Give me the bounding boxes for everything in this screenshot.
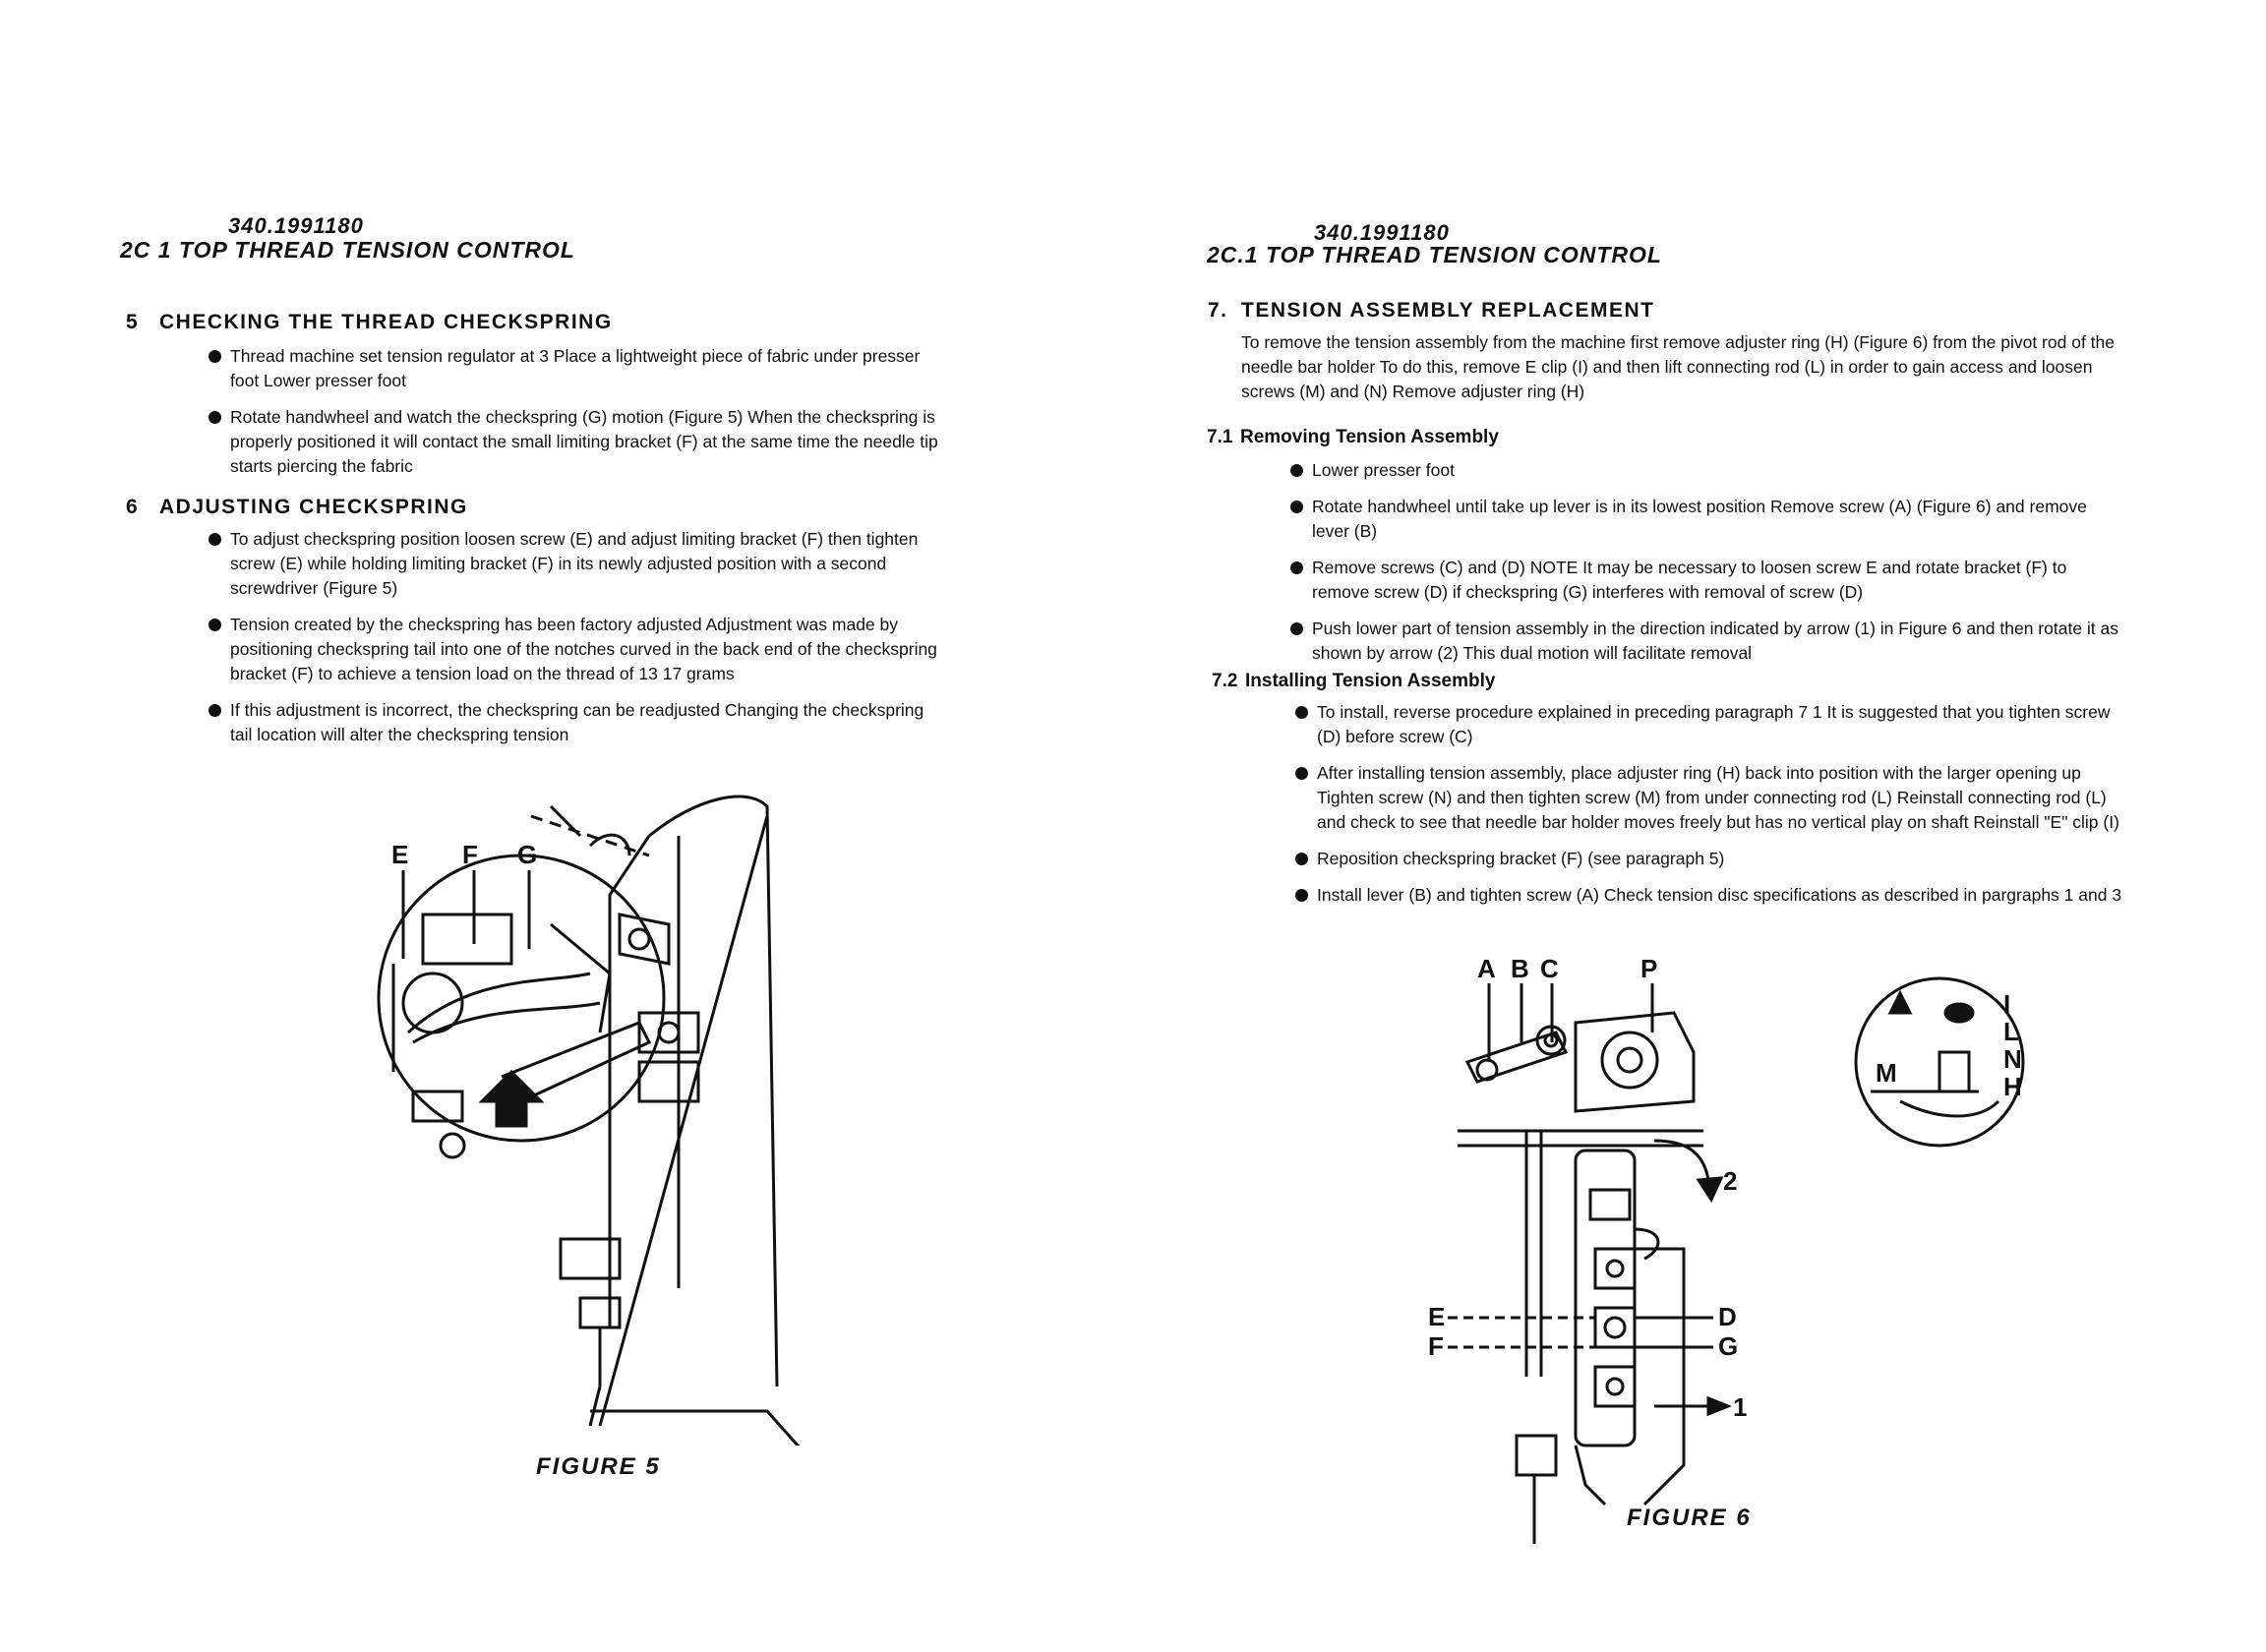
figure-label: G [517, 840, 537, 869]
list-item: Rotate handwheel and watch the checkspri… [209, 405, 941, 479]
section-title: CHECKING THE THREAD CHECKSPRING [159, 311, 613, 333]
section-7-2-heading: 7.2 Installing Tension Assembly [1212, 671, 1495, 692]
section-7-heading: 7. TENSION ASSEMBLY REPLACEMENT [1208, 299, 1654, 323]
section-number: 7. [1208, 299, 1228, 322]
section-7-2-bullets: To install, reverse procedure explained … [1295, 700, 2131, 919]
section-5-heading: 5 CHECKING THE THREAD CHECKSPRING [126, 311, 613, 334]
section-title: Installing Tension Assembly [1245, 671, 1496, 691]
figure-6-illustration: A B C P I L N H M E F D G 1 2 [1428, 954, 2025, 1544]
right-page: 340.1991180 2C.1 TOP THREAD TENSION CONT… [1133, 0, 2266, 1652]
list-item: Remove screws (C) and (D) NOTE It may be… [1290, 556, 2126, 605]
figure-label: H [2003, 1072, 2022, 1101]
figure-label: F [1428, 1331, 1444, 1361]
list-item: Rotate handwheel until take up lever is … [1290, 495, 2126, 544]
section-7-intro: To remove the tension assembly from the … [1241, 332, 2115, 401]
figure-label: F [462, 840, 478, 869]
section-6-bullets: To adjust checkspring position loosen sc… [209, 527, 941, 759]
magnifier-circle [377, 854, 666, 1143]
section-5-bullets: Thread machine set tension regulator at … [209, 344, 941, 491]
list-item: To adjust checkspring position loosen sc… [209, 527, 941, 601]
list-item: Thread machine set tension regulator at … [209, 344, 941, 393]
figure-label: N [2003, 1044, 2022, 1074]
figure-label: A [1477, 954, 1496, 983]
figure-5-illustration: E F G [377, 795, 801, 1446]
section-number: 5 [126, 311, 140, 333]
arrow-label: 1 [1733, 1392, 1747, 1422]
list-item: After installing tension assembly, place… [1295, 761, 2131, 835]
section-number: 6 [126, 496, 140, 518]
figure-label: B [1511, 954, 1529, 983]
doc-title: 2C.1 TOP THREAD TENSION CONTROL [1207, 242, 1662, 267]
list-item: Reposition checkspring bracket (F) (see … [1295, 847, 2131, 871]
section-title: Removing Tension Assembly [1240, 427, 1499, 447]
arrow-label: 2 [1723, 1166, 1737, 1196]
list-item: Push lower part of tension assembly in t… [1290, 617, 2126, 666]
figure-label: C [1540, 954, 1559, 983]
figure-label: P [1640, 954, 1657, 983]
list-item: To install, reverse procedure explained … [1295, 700, 2131, 749]
figure-5-caption: FIGURE 5 [536, 1453, 661, 1480]
figure-label: M [1876, 1058, 1897, 1088]
section-number: 7.1 [1207, 427, 1233, 447]
section-title: ADJUSTING CHECKSPRING [159, 496, 468, 518]
list-item: Tension created by the checkspring has b… [209, 613, 941, 686]
figure-label: G [1718, 1331, 1738, 1361]
figure-label: E [1428, 1302, 1445, 1331]
list-item: Lower presser foot [1290, 458, 2126, 483]
figure-label: L [2003, 1017, 2019, 1046]
doc-title: 2C 1 TOP THREAD TENSION CONTROL [120, 237, 575, 263]
list-item: Install lever (B) and tighten screw (A) … [1295, 883, 2131, 908]
figure-label: I [2003, 989, 2010, 1019]
section-title: TENSION ASSEMBLY REPLACEMENT [1241, 299, 1655, 322]
figure-6-caption: FIGURE 6 [1627, 1504, 1752, 1531]
doc-number: 340.1991180 [1314, 220, 1450, 245]
section-6-heading: 6 ADJUSTING CHECKSPRING [126, 496, 468, 519]
section-7-1-bullets: Lower presser foot Rotate handwheel unti… [1290, 458, 2126, 678]
figure-label: E [391, 840, 408, 869]
doc-number: 340.1991180 [228, 213, 364, 238]
figure-label: D [1718, 1302, 1737, 1331]
left-page: 340.1991180 2C 1 TOP THREAD TENSION CONT… [120, 213, 941, 1480]
section-7-1-heading: 7.1 Removing Tension Assembly [1207, 427, 1499, 448]
list-item: If this adjustment is incorrect, the che… [209, 698, 941, 747]
section-number: 7.2 [1212, 671, 1238, 691]
